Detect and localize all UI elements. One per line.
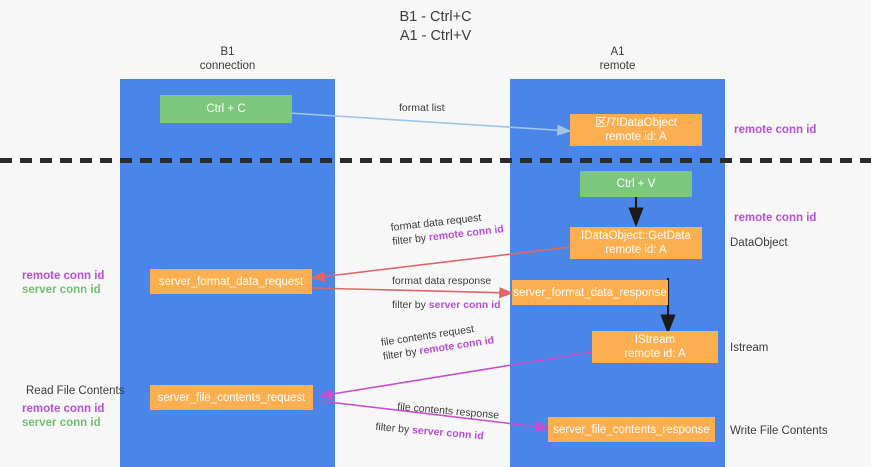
annotation-left-remote-conn-id-2: remote conn id bbox=[22, 403, 105, 415]
edge-label-file-contents-request: file contents request filter by remote c… bbox=[380, 319, 495, 363]
annotation-dataobject: DataObject bbox=[730, 237, 788, 249]
phase-divider bbox=[0, 158, 871, 163]
edge-label-fdreq-prefix: filter by bbox=[391, 231, 430, 248]
edge-label-fdres-key: server conn id bbox=[428, 299, 501, 311]
lane-header-b1-role: connection bbox=[199, 60, 256, 72]
node-ctrl-v[interactable]: Ctrl + V bbox=[580, 171, 692, 197]
diagram-title: B1 - Ctrl+C A1 - Ctrl+V bbox=[0, 8, 871, 46]
node-istream[interactable]: IStream remote id: A bbox=[592, 331, 718, 363]
edge-label-format-list: format list bbox=[399, 101, 445, 115]
edge-label-file-contents-response: file contents response filter by server … bbox=[375, 398, 500, 445]
lane-header-b1: B1 connection bbox=[120, 45, 335, 73]
annotation-istream: Istream bbox=[730, 342, 769, 354]
edge-label-fcres-line1: file contents response bbox=[396, 400, 500, 422]
edge-label-format-data-response: format data response filter by server co… bbox=[392, 274, 501, 312]
annotation-write-file-contents: Write File Contents bbox=[730, 425, 828, 437]
node-ctrl-c-label: Ctrl + C bbox=[206, 103, 246, 115]
node-getdata-line2: remote id: A bbox=[605, 244, 667, 256]
node-server-file-contents-response[interactable]: server_file_contents_response bbox=[548, 417, 715, 442]
node-ctrl-v-label: Ctrl + V bbox=[616, 178, 656, 190]
edge-label-fcreq-prefix: filter by bbox=[382, 345, 421, 363]
edge-label-format-list-text: format list bbox=[399, 102, 445, 114]
edge-label-fcres-prefix: filter by bbox=[374, 420, 413, 437]
edge-label-fdres-line2: filter by server conn id bbox=[392, 298, 501, 312]
annotation-left-server-conn-id-2: server conn id bbox=[22, 417, 101, 429]
lane-header-a1-role: remote bbox=[599, 60, 636, 72]
title-line-2: A1 - Ctrl+V bbox=[399, 28, 472, 44]
node-istream-line1: IStream bbox=[634, 334, 676, 346]
node-server-format-data-request-label: server_format_data_request bbox=[158, 275, 304, 288]
edge-label-format-data-request: format data request filter by remote con… bbox=[390, 208, 504, 249]
edge-label-fdres-line1: format data response bbox=[392, 275, 492, 287]
node-getdata-line1: IDataObject::GetData bbox=[581, 230, 691, 242]
node-server-file-contents-request[interactable]: server_file_contents_request bbox=[150, 385, 313, 410]
node-dataobject-top-line1: 区/7IDataObject bbox=[595, 117, 677, 129]
annotation-remote-conn-id-top: remote conn id bbox=[734, 124, 817, 136]
lane-header-a1: A1 remote bbox=[510, 45, 725, 73]
node-ctrl-c[interactable]: Ctrl + C bbox=[160, 95, 292, 123]
lane-header-a1-name: A1 bbox=[610, 46, 625, 58]
edge-label-fdres-prefix: filter by bbox=[392, 299, 429, 311]
annotation-left-server-conn-id-1: server conn id bbox=[22, 284, 101, 296]
node-dataobject-top[interactable]: 区/7IDataObject remote id: A bbox=[570, 114, 702, 146]
edge-label-fcres-key: server conn id bbox=[411, 424, 485, 443]
node-server-format-data-request[interactable]: server_format_data_request bbox=[150, 269, 312, 294]
node-server-file-contents-response-label: server_file_contents_response bbox=[553, 423, 710, 436]
annotation-left-remote-conn-id-1: remote conn id bbox=[22, 270, 105, 282]
node-idataobject-getdata[interactable]: IDataObject::GetData remote id: A bbox=[570, 227, 702, 259]
node-server-format-data-response-label: server_format_data_response bbox=[513, 286, 667, 299]
lane-header-b1-name: B1 bbox=[220, 46, 235, 58]
annotation-read-file-contents: Read File Contents bbox=[26, 385, 125, 397]
node-istream-line2: remote id: A bbox=[624, 348, 686, 360]
annotation-remote-conn-id-mid: remote conn id bbox=[734, 212, 817, 224]
title-line-1: B1 - Ctrl+C bbox=[399, 9, 472, 25]
edge-label-fcres-line2: filter by server conn id bbox=[375, 420, 498, 445]
node-server-file-contents-request-label: server_file_contents_request bbox=[157, 391, 306, 404]
node-server-format-data-response[interactable]: server_format_data_response bbox=[512, 280, 668, 305]
node-dataobject-top-line2: remote id: A bbox=[605, 131, 667, 143]
